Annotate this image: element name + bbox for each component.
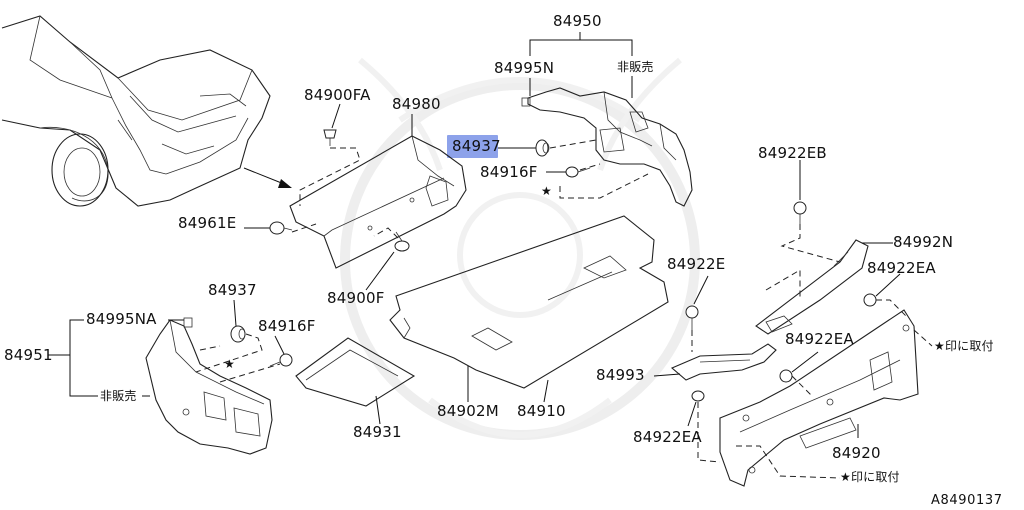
clip-84900fa-shape [323, 129, 337, 146]
part-84931-shape [295, 337, 416, 407]
label-84900fa: 84900FA [304, 86, 371, 104]
label-84937-left: 84937 [208, 281, 257, 299]
clip-84916f-top-shape [565, 166, 591, 178]
label-84900f: 84900F [327, 289, 385, 307]
label-84916f-top: 84916F [480, 163, 538, 181]
highlight-84937 [447, 135, 498, 158]
label-not-for-sale-top: 非販売 [617, 60, 654, 74]
part-84993-shape [670, 343, 777, 381]
clip-84961e-shape [269, 221, 293, 235]
label-84922e: 84922E [667, 255, 726, 273]
label-install-star-bottom: ★印に取付 [840, 470, 900, 484]
part-84910-shape [389, 215, 669, 389]
label-84931: 84931 [353, 423, 402, 441]
label-84910: 84910 [517, 402, 566, 420]
label-84920: 84920 [832, 444, 881, 462]
label-84916f-left: 84916F [258, 317, 316, 335]
part-84950-shape [521, 87, 693, 207]
clip-84922e-shape [685, 305, 699, 330]
clip-84922ea-right-shape [863, 293, 877, 307]
part-84951-shape [145, 317, 273, 455]
label-install-star-right: ★印に取付 [934, 339, 994, 353]
part-84992n-shape [755, 239, 869, 335]
diagram-reference-code: A8490137 [931, 493, 1003, 508]
label-84902m: 84902M [437, 402, 499, 420]
clip-84937-left-shape [230, 325, 246, 343]
label-84995n: 84995N [494, 59, 555, 77]
label-84950: 84950 [553, 12, 602, 30]
part-84920-shape [719, 309, 919, 487]
label-84922ea-right: 84922EA [867, 259, 936, 277]
clip-84937-top-shape [535, 139, 550, 157]
star-mark-left: ★ [224, 357, 235, 371]
arrow-line [243, 167, 285, 185]
label-84993: 84993 [596, 366, 645, 384]
watermark-emblem [340, 57, 700, 440]
label-84951: 84951 [4, 346, 53, 364]
label-84980: 84980 [392, 95, 441, 113]
clip-84916f-left-shape [269, 353, 293, 367]
clip-84922ea-mid-shape [779, 369, 793, 383]
label-84922eb: 84922EB [758, 144, 827, 162]
arrow-head-icon [278, 179, 292, 188]
label-84922ea-mid: 84922EA [785, 330, 854, 348]
label-84995na: 84995NA [86, 310, 157, 328]
label-84961e: 84961E [178, 214, 237, 232]
label-84992n: 84992N [893, 233, 954, 251]
clip-84900f-shape [394, 231, 410, 252]
label-not-for-sale-left: 非販売 [100, 389, 137, 403]
leader-lines [48, 32, 901, 438]
part-84980-shape [289, 135, 467, 269]
clip-84922ea-bottom-shape [691, 390, 705, 402]
star-mark-top: ★ [541, 184, 552, 198]
label-84937-top: 84937 [452, 137, 501, 155]
car-illustration [1, 15, 271, 207]
label-84922ea-bottom: 84922EA [633, 428, 702, 446]
clip-84922eb-shape [793, 201, 807, 224]
